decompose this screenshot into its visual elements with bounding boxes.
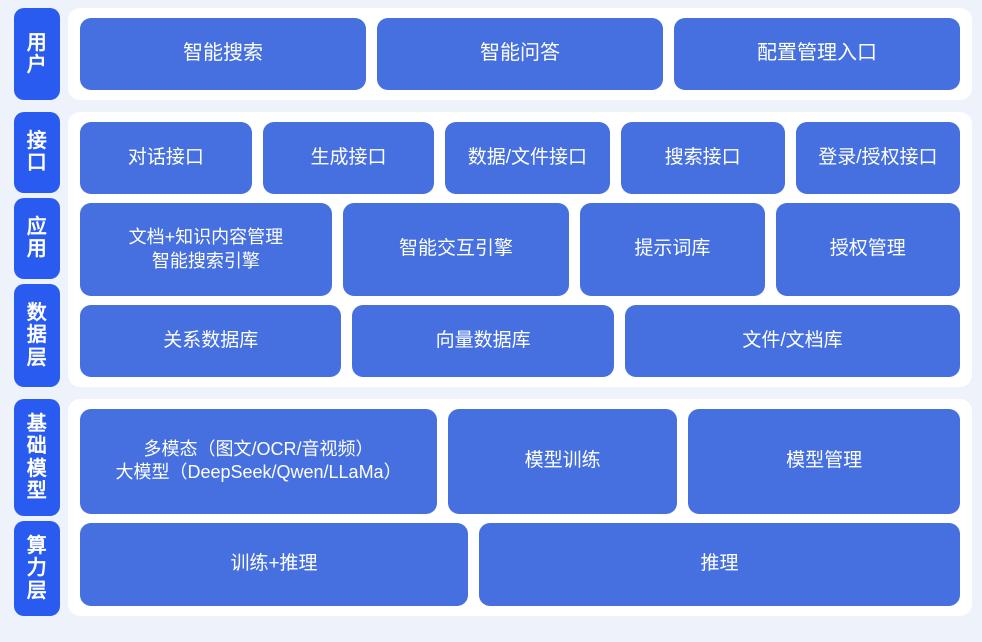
panel-base: 多模态（图文/OCR/音视频） 大模型（DeepSeek/Qwen/LLaMa）… bbox=[68, 399, 972, 616]
box-model-management[interactable]: 模型管理 bbox=[688, 409, 960, 514]
tab-column-base: 基础模型 算力层 bbox=[12, 399, 62, 617]
row-compute: 训练+推理 推理 bbox=[80, 522, 960, 606]
layer-tab-foundation-model[interactable]: 基础模型 bbox=[14, 399, 60, 517]
box-inference[interactable]: 推理 bbox=[479, 522, 960, 606]
box-smart-interaction-engine[interactable]: 智能交互引擎 bbox=[342, 202, 570, 297]
box-authorization-management[interactable]: 授权管理 bbox=[775, 202, 960, 297]
box-vector-database[interactable]: 向量数据库 bbox=[352, 305, 614, 377]
layer-tab-foundation-model-label: 基础模型 bbox=[26, 412, 48, 502]
section-base: 基础模型 算力层 多模态（图文/OCR/音视频） 大模型（DeepSeek/Qw… bbox=[12, 399, 972, 617]
layer-tab-interface[interactable]: 接口 bbox=[14, 112, 60, 193]
box-generation-interface[interactable]: 生成接口 bbox=[262, 122, 435, 194]
panel-user: 智能搜索 智能问答 配置管理入口 bbox=[68, 8, 972, 100]
layer-tab-data[interactable]: 数据层 bbox=[14, 283, 60, 388]
layer-tab-application-label: 应用 bbox=[26, 215, 48, 261]
section-user: 用户 智能搜索 智能问答 配置管理入口 bbox=[12, 8, 972, 100]
tab-column-user: 用户 bbox=[12, 8, 62, 100]
section-middle: 接口 应用 数据层 对话接口 生成接口 数据/文件接口 搜索接口 登录/授权接口… bbox=[12, 112, 972, 388]
layer-tab-user[interactable]: 用户 bbox=[14, 8, 60, 100]
layer-tab-user-label: 用户 bbox=[26, 31, 48, 76]
box-search-interface[interactable]: 搜索接口 bbox=[620, 122, 785, 194]
row-user-entries: 智能搜索 智能问答 配置管理入口 bbox=[80, 18, 960, 90]
panel-middle: 对话接口 生成接口 数据/文件接口 搜索接口 登录/授权接口 文档+知识内容管理… bbox=[68, 112, 972, 387]
row-data: 关系数据库 向量数据库 文件/文档库 bbox=[80, 305, 960, 377]
row-application: 文档+知识内容管理 智能搜索引擎 智能交互引擎 提示词库 授权管理 bbox=[80, 202, 960, 297]
layer-tab-compute[interactable]: 算力层 bbox=[14, 521, 60, 617]
box-doc-knowledge-management-search-engine[interactable]: 文档+知识内容管理 智能搜索引擎 bbox=[80, 202, 332, 297]
box-data-file-interface[interactable]: 数据/文件接口 bbox=[445, 122, 610, 194]
box-login-auth-interface[interactable]: 登录/授权接口 bbox=[795, 122, 960, 194]
box-model-training[interactable]: 模型训练 bbox=[448, 409, 678, 514]
box-training-plus-inference[interactable]: 训练+推理 bbox=[80, 522, 468, 606]
box-smart-search[interactable]: 智能搜索 bbox=[80, 18, 366, 90]
row-foundation-model: 多模态（图文/OCR/音视频） 大模型（DeepSeek/Qwen/LLaMa）… bbox=[80, 409, 960, 514]
box-dialog-interface[interactable]: 对话接口 bbox=[80, 122, 252, 194]
box-smart-qa[interactable]: 智能问答 bbox=[377, 18, 663, 90]
tab-column-middle: 接口 应用 数据层 bbox=[12, 112, 62, 388]
row-interface: 对话接口 生成接口 数据/文件接口 搜索接口 登录/授权接口 bbox=[80, 122, 960, 194]
layer-tab-data-label: 数据层 bbox=[26, 301, 48, 369]
box-config-management-entry[interactable]: 配置管理入口 bbox=[674, 18, 960, 90]
layer-tab-interface-label: 接口 bbox=[26, 130, 48, 175]
box-file-document-repository[interactable]: 文件/文档库 bbox=[624, 305, 960, 377]
box-relational-database[interactable]: 关系数据库 bbox=[80, 305, 342, 377]
box-prompt-library[interactable]: 提示词库 bbox=[580, 202, 765, 297]
layer-tab-compute-label: 算力层 bbox=[26, 535, 48, 602]
layer-tab-application[interactable]: 应用 bbox=[14, 197, 60, 279]
box-multimodal-large-model[interactable]: 多模态（图文/OCR/音视频） 大模型（DeepSeek/Qwen/LLaMa） bbox=[80, 409, 438, 514]
